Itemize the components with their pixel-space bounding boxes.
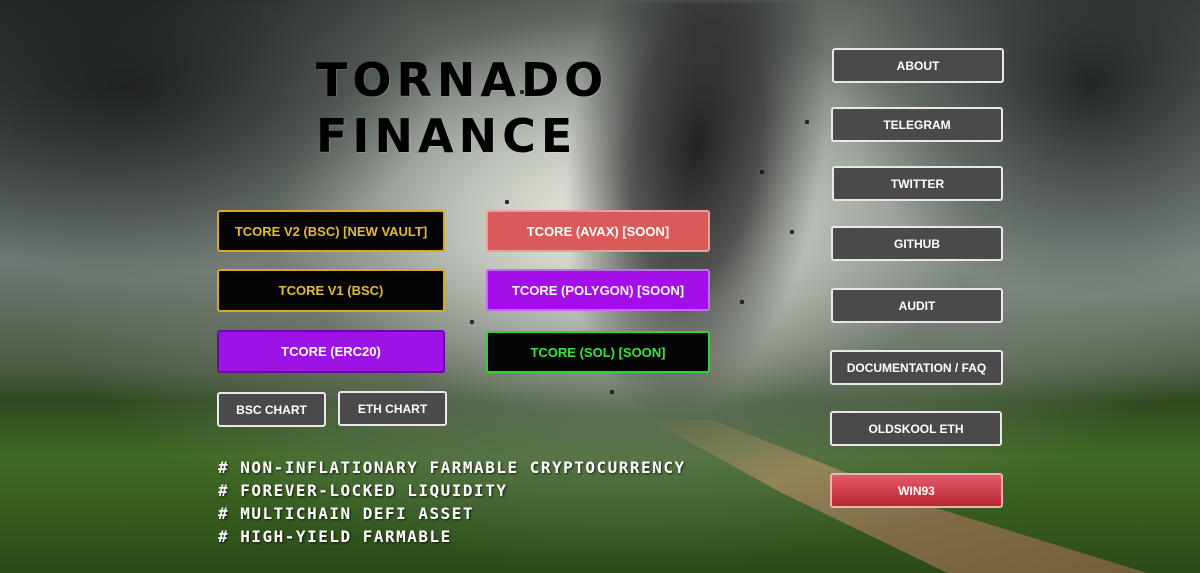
feature-list: # NON-INFLATIONARY FARMABLE CRYPTOCURREN… [218, 456, 686, 548]
debris [790, 230, 794, 234]
nav-github-button[interactable]: GITHUB [831, 226, 1003, 261]
title-line-2: FINANCE [316, 109, 578, 163]
feature-item: # NON-INFLATIONARY FARMABLE CRYPTOCURREN… [218, 458, 686, 477]
debris [610, 390, 614, 394]
nav-telegram-button[interactable]: TELEGRAM [831, 107, 1003, 142]
tcore-v1-bsc-button[interactable]: TCORE V1 (BSC) [217, 269, 445, 312]
nav-audit-button[interactable]: AUDIT [831, 288, 1003, 323]
bsc-chart-button[interactable]: BSC CHART [217, 392, 326, 427]
tcore-v2-bsc-button[interactable]: TCORE V2 (BSC) [NEW VAULT] [217, 210, 445, 252]
eth-chart-button[interactable]: ETH CHART [338, 391, 447, 426]
nav-twitter-button[interactable]: TWITTER [832, 166, 1003, 201]
feature-item: # MULTICHAIN DEFI ASSET [218, 504, 475, 523]
site-title: TORNADO FINANCE [316, 52, 646, 164]
feature-item: # FOREVER-LOCKED LIQUIDITY [218, 481, 508, 500]
tcore-polygon-button[interactable]: TCORE (POLYGON) [SOON] [486, 269, 710, 311]
debris [505, 200, 509, 204]
debris [805, 120, 809, 124]
tcore-avax-button[interactable]: TCORE (AVAX) [SOON] [486, 210, 710, 252]
nav-documentation-button[interactable]: DOCUMENTATION / FAQ [830, 350, 1003, 385]
feature-item: # HIGH-YIELD FARMABLE [218, 527, 452, 546]
nav-about-button[interactable]: ABOUT [832, 48, 1004, 83]
debris [740, 300, 744, 304]
title-line-1: TORNADO [316, 53, 609, 107]
debris [760, 170, 764, 174]
tcore-erc20-button[interactable]: TCORE (ERC20) [217, 330, 445, 373]
nav-oldskool-eth-button[interactable]: OLDSKOOL ETH [830, 411, 1002, 446]
nav-win93-button[interactable]: WIN93 [830, 473, 1003, 508]
tcore-sol-button[interactable]: TCORE (SOL) [SOON] [486, 331, 710, 373]
debris [470, 320, 474, 324]
